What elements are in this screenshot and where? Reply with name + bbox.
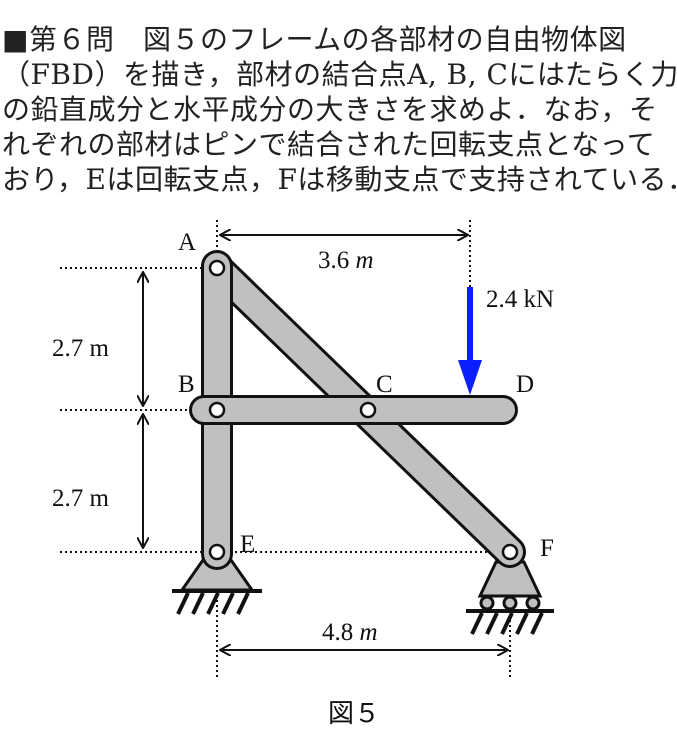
dimension-top-label: 3.6 m bbox=[318, 247, 374, 274]
load-label: 2.4 kN bbox=[486, 286, 554, 313]
label-D: D bbox=[516, 371, 534, 398]
roller-support-F bbox=[466, 560, 554, 635]
label-F: F bbox=[540, 535, 554, 562]
pin-A bbox=[208, 259, 226, 277]
label-C: C bbox=[376, 371, 393, 398]
dimension-bottom-label: 4.8 m bbox=[322, 619, 378, 646]
dimension-upper-left-label: 2.7 m bbox=[52, 335, 110, 362]
figure-caption: 図５ bbox=[328, 699, 380, 729]
problem-line-5: おり，Eは回転支点，Fは移動支点で支持されている． bbox=[2, 163, 677, 196]
pin-F bbox=[501, 543, 519, 561]
problem-line-4: れぞれの部材はピンで結合された回転支点となって bbox=[2, 128, 656, 161]
pin-C bbox=[359, 401, 377, 419]
label-A: A bbox=[178, 229, 196, 256]
label-B: B bbox=[178, 371, 195, 398]
problem-line-3: の鉛直成分と水平成分の大きさを求めよ．なお，そ bbox=[2, 93, 658, 126]
guide-lines bbox=[60, 220, 511, 680]
problem-line-2: （FBD）を描き，部材の結合点A, B, Cにはたらく力 bbox=[2, 58, 677, 91]
problem-line-1: ■第６問 図５のフレームの各部材の自由物体図 bbox=[2, 23, 627, 56]
load-arrow bbox=[458, 287, 482, 395]
label-E: E bbox=[240, 531, 255, 558]
pin-B bbox=[208, 401, 226, 419]
pin-E bbox=[208, 543, 226, 561]
dimension-lower-left-label: 2.7 m bbox=[52, 485, 110, 512]
